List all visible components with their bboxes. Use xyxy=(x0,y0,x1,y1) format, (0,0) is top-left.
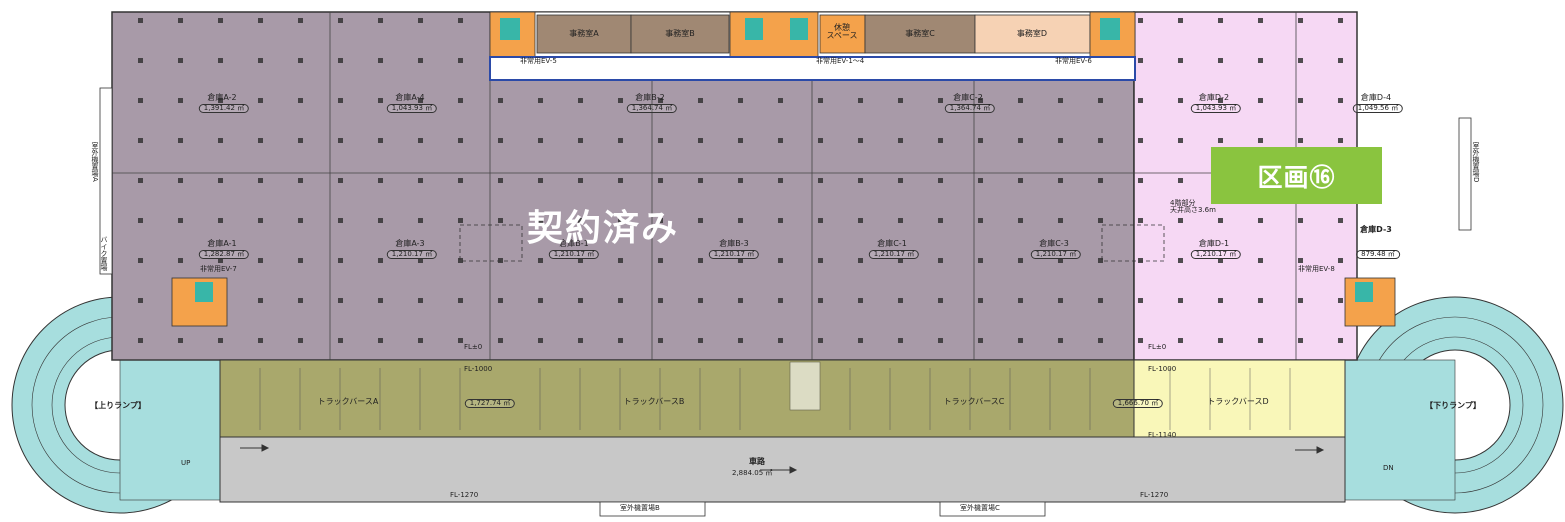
office-d-label: 事務室D xyxy=(1016,29,1048,38)
outdoor-unit-d: 室外機置場D xyxy=(1472,142,1480,183)
bike-parking: バイク置場 xyxy=(100,236,108,271)
ev5-label: 非常用EV-5 xyxy=(520,57,557,65)
down-ramp xyxy=(1344,296,1564,514)
truck-berth-c-label: トラックバースC xyxy=(943,397,1005,406)
warehouse-a2-area: 1,391.42 ㎡ xyxy=(198,104,250,113)
warehouse-d4-area: 1,049.56 ㎡ xyxy=(1352,104,1404,113)
road-area: 2,884.05 ㎡ xyxy=(732,469,773,477)
truck-area-left: 1,727.74 ㎡ xyxy=(464,399,516,408)
warehouse-a3-area: 1,210.17 ㎡ xyxy=(386,250,438,259)
ceiling-note: 4階部分 天井高さ3.6m xyxy=(1170,199,1216,214)
truck-berth-d-label: トラックバースD xyxy=(1207,397,1269,406)
fl1000-right: FL-1000 xyxy=(1148,365,1177,373)
warehouse-a1-name: 倉庫A-1 xyxy=(207,239,237,248)
warehouse-b2-area: 1,364.74 ㎡ xyxy=(626,104,678,113)
fl1000-left: FL-1000 xyxy=(464,365,493,373)
fl1140: FL-1140 xyxy=(1148,431,1177,439)
fl0-right: FL±0 xyxy=(1148,343,1167,351)
warehouse-a2-name: 倉庫A-2 xyxy=(207,93,237,102)
warehouse-a1-area: 1,282.87 ㎡ xyxy=(198,250,250,259)
warehouse-c2-name: 倉庫C-2 xyxy=(953,93,983,102)
road-label: 車路 xyxy=(749,457,765,466)
warehouse-d1-name: 倉庫D-1 xyxy=(1198,239,1230,248)
warehouse-b3-area: 1,210.17 ㎡ xyxy=(708,250,760,259)
warehouse-a4-area: 1,043.93 ㎡ xyxy=(386,104,438,113)
up-mark: UP xyxy=(181,459,191,467)
section-16-badge: 区画⑯ xyxy=(1211,147,1382,204)
truck-berth-b-label: トラックバースB xyxy=(623,397,685,406)
office-c-label: 事務室C xyxy=(905,29,935,38)
warehouse-c1-area: 1,210.17 ㎡ xyxy=(868,250,920,259)
ev7-label: 非常用EV-7 xyxy=(200,265,237,273)
warehouse-a4-name: 倉庫A-4 xyxy=(395,93,425,102)
truck-berth-a-label: トラックバースA xyxy=(317,397,379,406)
fl0-left: FL±0 xyxy=(464,343,483,351)
warehouse-b3-name: 倉庫B-3 xyxy=(719,239,749,248)
warehouse-d4-name: 倉庫D-4 xyxy=(1360,93,1392,102)
warehouse-b1-area: 1,210.17 ㎡ xyxy=(548,250,600,259)
warehouse-a3-name: 倉庫A-3 xyxy=(395,239,425,248)
truck-berth-zone-available xyxy=(1133,359,1346,438)
up-ramp-label: 【上りランプ】 xyxy=(90,401,146,410)
ev6-label: 非常用EV-6 xyxy=(1055,57,1092,65)
warehouse-c3-area: 1,210.17 ㎡ xyxy=(1030,250,1082,259)
truck-berth-zone-contracted xyxy=(219,359,1135,438)
outdoor-unit-b: 室外機置場B xyxy=(620,504,660,512)
office-strip xyxy=(489,11,1136,81)
warehouse-c2-area: 1,364.74 ㎡ xyxy=(944,104,996,113)
warehouse-d1-area: 1,210.17 ㎡ xyxy=(1190,250,1242,259)
office-b-label: 事務室B xyxy=(665,29,695,38)
truck-area-right: 1,666.70 ㎡ xyxy=(1112,399,1164,408)
warehouse-d2-area: 1,043.93 ㎡ xyxy=(1190,104,1242,113)
warehouse-c1-name: 倉庫C-1 xyxy=(877,239,907,248)
warehouse-b1-name: 倉庫B-1 xyxy=(559,239,589,248)
down-ramp-label: 【下りランプ】 xyxy=(1425,401,1481,410)
warehouse-d3-name: 倉庫D-3 xyxy=(1360,225,1392,234)
contracted-overlay-text: 契約済み xyxy=(527,208,680,249)
warehouse-b2-name: 倉庫B-2 xyxy=(635,93,665,102)
office-a-label: 事務室A xyxy=(569,29,599,38)
down-mark: DN xyxy=(1383,464,1394,472)
warehouse-d3-area: 879.48 ㎡ xyxy=(1356,250,1400,259)
road-fl-right: FL-1270 xyxy=(1140,491,1169,499)
warehouse-c3-name: 倉庫C-3 xyxy=(1039,239,1069,248)
road-fl-left: FL-1270 xyxy=(450,491,479,499)
ev1-4-label: 非常用EV-1～4 xyxy=(816,57,865,65)
ev8-label: 非常用EV-8 xyxy=(1298,265,1335,273)
outdoor-unit-c: 室外機置場C xyxy=(960,504,1000,512)
rest-space-label: 休憩 スペース xyxy=(826,23,858,40)
warehouse-d2-name: 倉庫D-2 xyxy=(1198,93,1230,102)
outdoor-unit-a: 室外機置場A xyxy=(91,142,99,182)
